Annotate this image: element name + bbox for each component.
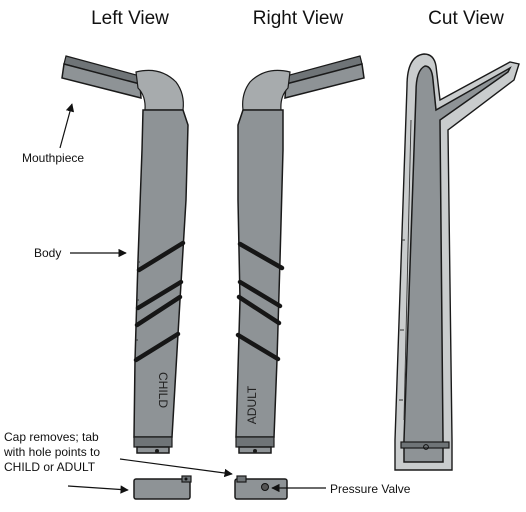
body-label: Body <box>34 246 61 260</box>
pressure-valve-label: Pressure Valve <box>330 482 411 496</box>
cap-label-line2: with hole points to <box>3 445 100 459</box>
cut-view-device <box>394 53 520 471</box>
cut-view-heading: Cut View <box>428 8 504 29</box>
cap-arrow-to-left-cap <box>67 485 129 494</box>
left-view-heading: Left View <box>91 8 169 29</box>
child-engraving: CHILD <box>156 372 170 408</box>
child-cap <box>133 475 192 500</box>
left-view-device: CHILD <box>61 55 189 454</box>
cap-arrow-to-right-cap <box>119 458 233 478</box>
mouthpiece-arrow <box>59 103 75 149</box>
mouthpiece-label: Mouthpiece <box>22 151 84 165</box>
adult-engraving: ADULT <box>245 385 259 424</box>
cap-label-line3: CHILD or ADULT <box>4 460 96 474</box>
right-view-heading: Right View <box>253 8 344 29</box>
cap-label-line1: Cap removes; tab <box>4 430 99 444</box>
right-view-device: ADULT <box>235 55 365 454</box>
